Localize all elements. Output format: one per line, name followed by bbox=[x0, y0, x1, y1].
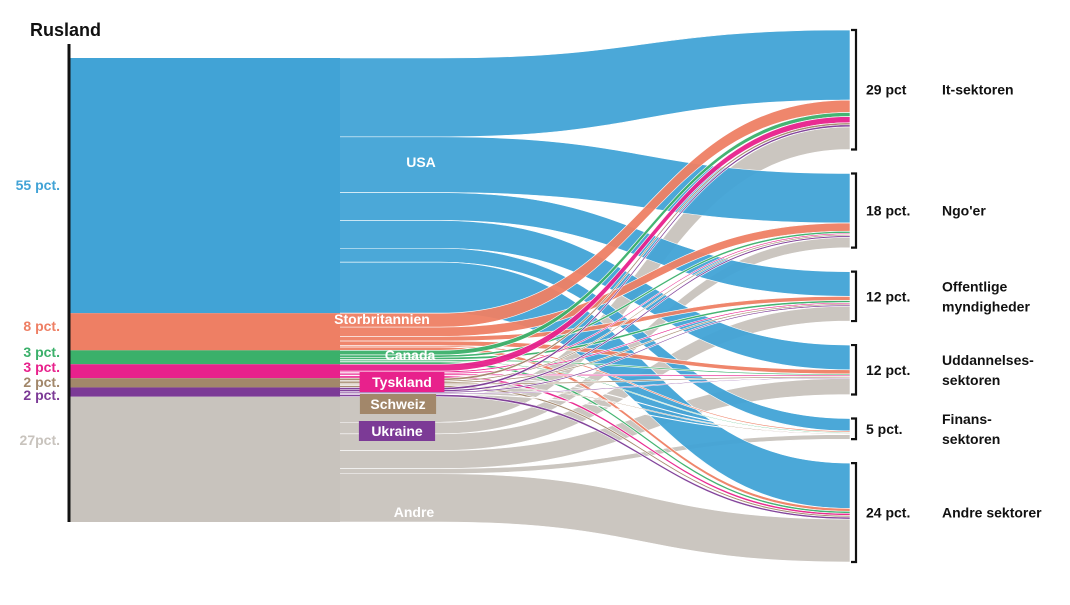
sector-pct-it: 29 pct bbox=[866, 82, 907, 98]
flow-ukraine-to-udd bbox=[68, 377, 851, 395]
country-label-andre: Andre bbox=[394, 504, 435, 520]
sector-bracket-off bbox=[851, 270, 858, 323]
sector-bracket-it bbox=[851, 28, 858, 151]
country-band-ukraine bbox=[69, 387, 340, 397]
sector-name-fin-line2: sektoren bbox=[942, 431, 1000, 447]
flow-ukraine-to-ngo bbox=[68, 235, 851, 392]
country-pct-usa: 55 pct. bbox=[16, 177, 60, 193]
sector-name-udd-line1: Uddannelses- bbox=[942, 352, 1034, 368]
sector-name-andre_s: Andre sektorer bbox=[942, 505, 1042, 521]
country-label-usa: USA bbox=[406, 154, 436, 170]
country-label-box-ukraine bbox=[358, 421, 436, 441]
sector-pct-udd: 12 pct. bbox=[866, 362, 910, 378]
axis-layer bbox=[67, 28, 858, 564]
country-band-canada bbox=[69, 350, 340, 365]
sector-name-fin-line1: Finans- bbox=[942, 411, 992, 427]
sector-name-it: It-sektoren bbox=[942, 82, 1014, 98]
sector-pct-off: 12 pct. bbox=[866, 288, 910, 304]
country-label-tyskland: Tyskland bbox=[372, 374, 432, 390]
country-pct-ukraine: 2 pct. bbox=[23, 387, 60, 403]
country-band-storbritannien bbox=[69, 313, 340, 351]
country-pct-schweiz: 2 pct. bbox=[23, 374, 60, 390]
flow-ukraine-to-fin bbox=[68, 393, 851, 435]
country-label-box-tyskland bbox=[359, 372, 445, 392]
country-label-storbritannien: Storbritannien bbox=[334, 311, 430, 327]
country-label-canada: Canada bbox=[385, 347, 436, 363]
flow-ukraine-to-andre_s bbox=[68, 394, 851, 520]
sector-name-ngo: Ngo'er bbox=[942, 203, 986, 219]
flow-ukraine-to-off bbox=[68, 304, 851, 394]
sector-bracket-andre_s bbox=[851, 462, 858, 564]
sector-name-off-line1: Offentlige bbox=[942, 278, 1008, 294]
sector-bracket-ngo bbox=[851, 172, 858, 249]
country-band-andre bbox=[69, 396, 340, 522]
country-label-box-schweiz bbox=[359, 394, 437, 414]
flow-ukraine-to-it bbox=[68, 124, 851, 391]
country-label-schweiz: Schweiz bbox=[370, 396, 425, 412]
country-band-usa bbox=[69, 58, 340, 314]
country-pct-tyskland: 3 pct. bbox=[23, 359, 60, 375]
country-band-schweiz bbox=[69, 378, 340, 388]
country-pct-andre: 27pct. bbox=[20, 432, 60, 448]
country-pct-canada: 3 pct. bbox=[23, 344, 60, 360]
sector-pct-andre_s: 24 pct. bbox=[866, 505, 910, 521]
country-bands-layer bbox=[69, 58, 340, 522]
sector-bracket-fin bbox=[851, 417, 858, 441]
sector-bracket-udd bbox=[851, 343, 858, 396]
source-title: Rusland bbox=[30, 20, 101, 40]
sector-name-off-line2: myndigheder bbox=[942, 298, 1030, 314]
sector-pct-ngo: 18 pct. bbox=[866, 203, 910, 219]
sector-name-udd-line2: sektoren bbox=[942, 372, 1000, 388]
country-band-tyskland bbox=[69, 364, 340, 379]
country-label-ukraine: Ukraine bbox=[371, 423, 423, 439]
sector-pct-fin: 5 pct. bbox=[866, 421, 903, 437]
country-pct-storbritannien: 8 pct. bbox=[23, 318, 60, 334]
